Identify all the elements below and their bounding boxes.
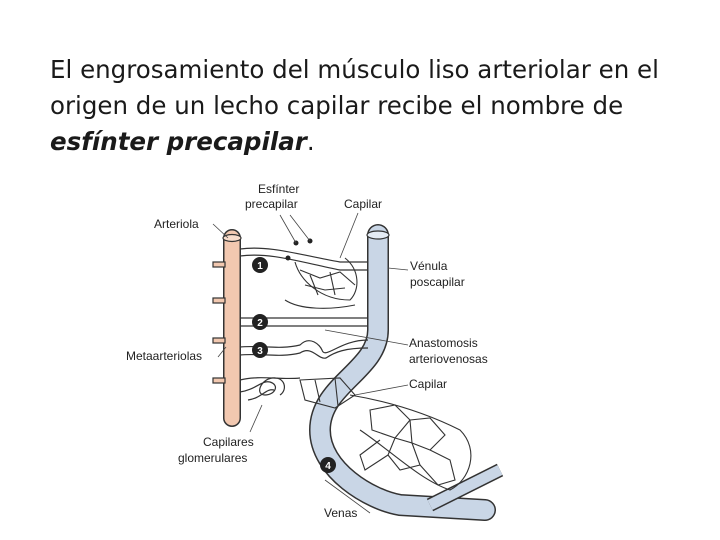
- label-glomerulares-2: glomerulares: [178, 451, 247, 465]
- marker-1-label: 1: [257, 261, 263, 272]
- label-venula-2: poscapilar: [410, 275, 465, 289]
- marker-3: 3: [252, 342, 268, 358]
- label-glomerulares-1: Capilares: [203, 435, 254, 449]
- marker-4: 4: [320, 457, 336, 473]
- label-capilar-lower: Capilar: [409, 377, 447, 391]
- label-metaarteriolas: Metaarteriolas: [126, 349, 202, 363]
- marker-2-label: 2: [257, 318, 263, 329]
- vein-cap: [367, 231, 389, 239]
- label-venas: Venas: [324, 506, 357, 520]
- sphincter-dot: [286, 256, 291, 261]
- label-arteriola: Arteriola: [154, 217, 199, 231]
- diagram-vessels: [213, 231, 500, 510]
- label-esfinter-1: Esfínter: [258, 182, 299, 196]
- label-anastomosis-2: arteriovenosas: [409, 352, 488, 366]
- label-anastomosis-1: Anastomosis: [409, 336, 478, 350]
- marker-1: 1: [252, 257, 268, 273]
- marker-2: 2: [252, 314, 268, 330]
- marker-3-label: 3: [257, 346, 263, 357]
- glomerular-capillaries: [240, 378, 284, 400]
- label-capilar-top: Capilar: [344, 197, 382, 211]
- marker-4-label: 4: [325, 461, 331, 472]
- label-esfinter-2: precapilar: [245, 197, 298, 211]
- label-venula-1: Vénula: [410, 259, 448, 273]
